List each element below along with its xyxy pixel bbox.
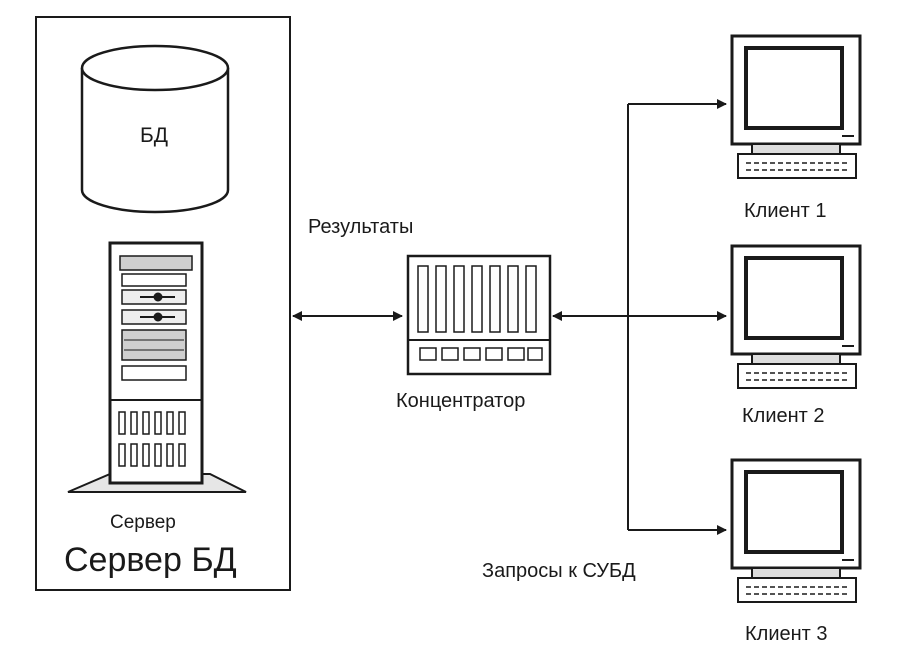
server-tower-icon [67,241,247,493]
requests-label: Запросы к СУБД [482,560,636,582]
server-caption: Сервер [110,512,176,533]
hub-icon [406,254,552,376]
client-label: Клиент 2 [742,405,825,427]
hub-label: Концентратор [396,390,526,412]
client-label: Клиент 1 [744,200,827,222]
results-label: Результаты [308,216,414,238]
client-computer-icon [730,34,862,179]
server-box [35,16,291,591]
client-computer-icon [730,244,862,389]
client-label: Клиент 3 [745,623,828,645]
database-cylinder [80,44,230,214]
client-computer-icon [730,458,862,603]
database-label: БД [140,124,169,147]
server-db-title: Сервер БД [64,541,237,579]
